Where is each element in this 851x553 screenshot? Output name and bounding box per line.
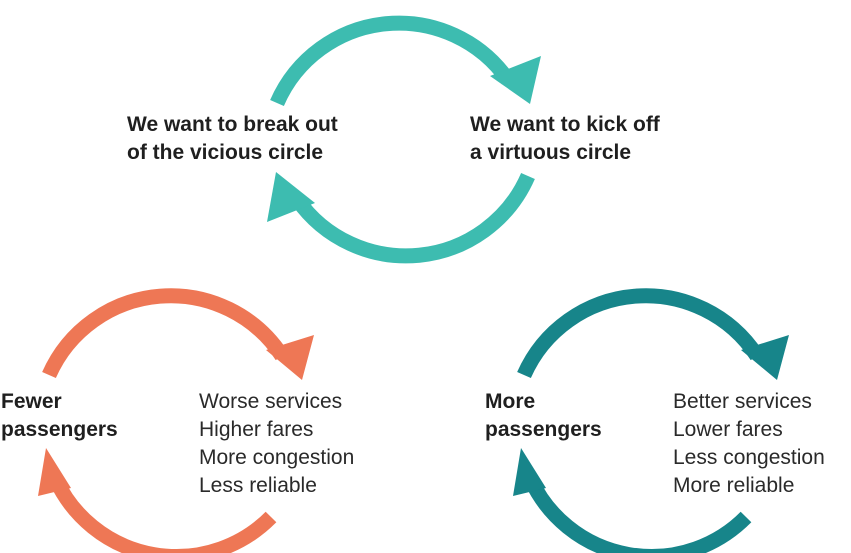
virtuous-lower-arc (524, 476, 752, 553)
vicious-effect-item: Higher fares (199, 418, 314, 441)
top-lower-arc (290, 172, 535, 264)
virtuous-effect-item: More reliable (673, 474, 795, 497)
more-passengers-line-1: More (485, 390, 536, 413)
virtuous-cycle (517, 288, 764, 553)
virtuous-upper-arrowhead (741, 335, 789, 380)
vicious-upper-arc (42, 288, 289, 379)
top-upper-arrowhead (490, 56, 541, 104)
vicious-effect-item: Worse services (199, 390, 343, 413)
kick-off-line-1: We want to kick off (470, 113, 660, 136)
vicious-cycle (42, 288, 289, 553)
vicious-arrowheads (38, 335, 314, 496)
vicious-upper-arrowhead (266, 335, 314, 380)
vicious-lower-arc (49, 476, 277, 553)
virtuous-effects-list: Better services Lower fares Less congest… (673, 388, 825, 500)
vicious-effect-item: More congestion (199, 446, 355, 469)
fewer-passengers-line-1: Fewer (1, 390, 62, 413)
vicious-lower-arrowhead (38, 448, 71, 496)
virtuous-effect-item: Less congestion (673, 446, 825, 469)
more-passengers-label: More passengers (485, 388, 602, 444)
virtuous-lower-arrowhead (513, 448, 546, 496)
vicious-effect-item: Less reliable (199, 474, 317, 497)
top-arrowheads (267, 56, 541, 222)
break-out-line-1: We want to break out (127, 113, 338, 136)
kick-off-text: We want to kick off a virtuous circle (470, 111, 660, 167)
vicious-effects-list: Worse services Higher fares More congest… (199, 388, 354, 500)
more-passengers-line-2: passengers (485, 418, 602, 441)
top-lower-arrowhead (267, 172, 315, 222)
virtuous-upper-arc (517, 288, 764, 379)
kick-off-line-2: a virtuous circle (470, 141, 632, 164)
virtuous-effect-item: Lower fares (673, 418, 783, 441)
fewer-passengers-line-2: passengers (1, 418, 118, 441)
top-cycle (270, 15, 535, 264)
virtuous-arrowheads (513, 335, 789, 496)
fewer-passengers-label: Fewer passengers (1, 388, 118, 444)
virtuous-effect-item: Better services (673, 390, 812, 413)
break-out-line-2: of the vicious circle (127, 141, 324, 164)
break-out-text: We want to break out of the vicious circ… (127, 111, 338, 167)
top-upper-arc (270, 15, 515, 107)
